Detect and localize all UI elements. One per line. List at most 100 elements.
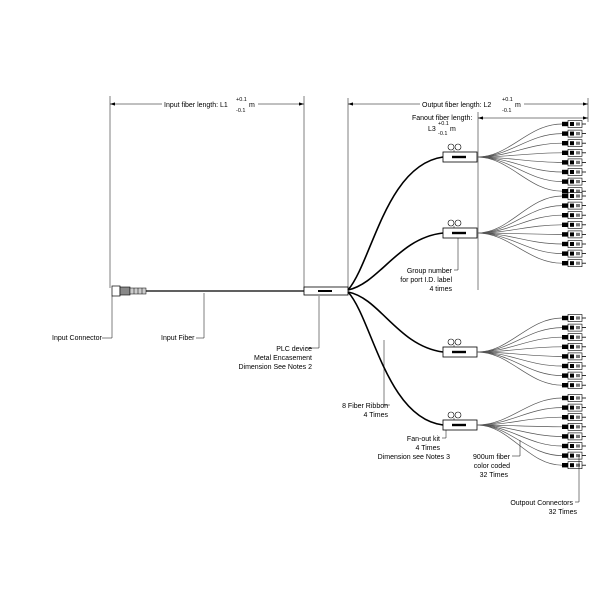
fiber-900um bbox=[476, 232, 563, 235]
fanout-length-label-1: Fanout fiber length: bbox=[412, 115, 472, 122]
fanout-kit bbox=[442, 419, 478, 431]
fanout-groups bbox=[442, 120, 586, 470]
group-label-tag bbox=[447, 219, 455, 227]
output-connector bbox=[562, 461, 586, 470]
fanout-kit-label-1: Fan-out kit bbox=[407, 436, 440, 443]
input-length-dimension: Input fiber length: L1 +0.1 -0.1 m bbox=[109, 96, 305, 290]
group-label-tag bbox=[454, 143, 462, 151]
output-connector bbox=[562, 168, 586, 176]
output-connector bbox=[562, 230, 586, 239]
output-connector bbox=[562, 249, 586, 258]
plc-device-label-1: PLC device bbox=[276, 346, 312, 353]
fiber-900um bbox=[476, 232, 563, 264]
output-connector bbox=[562, 129, 586, 138]
output-connector bbox=[562, 323, 586, 332]
plc-device-label-3: Dimension See Notes 2 bbox=[238, 364, 312, 371]
fiber-900um bbox=[476, 424, 563, 456]
ribbon-label-1: 8 Fiber Ribbon bbox=[342, 403, 388, 410]
fiber-900um-label-3: 32 Times bbox=[480, 472, 509, 479]
fiber-900um-label-1: 900um fiber bbox=[473, 454, 511, 461]
output-connectors-label-1: Outpout Connectors bbox=[510, 500, 573, 507]
ribbon-3 bbox=[347, 291, 444, 353]
output-length-tol-plus: +0.1 bbox=[502, 97, 513, 103]
fiber-900um bbox=[476, 195, 563, 234]
output-connector bbox=[562, 362, 586, 370]
fanout-kit bbox=[442, 151, 478, 163]
output-connector bbox=[562, 381, 586, 390]
input-fiber-label: Input Fiber bbox=[161, 335, 195, 342]
output-connector bbox=[562, 221, 586, 229]
output-connector bbox=[562, 413, 586, 422]
input-length-label: Input fiber length: L1 bbox=[164, 102, 228, 109]
group-label-tag bbox=[447, 411, 455, 419]
output-connector bbox=[562, 201, 586, 210]
group-label-tag bbox=[454, 411, 462, 419]
fiber-900um bbox=[476, 214, 563, 234]
fiber-900um bbox=[476, 407, 563, 426]
plc-device bbox=[303, 286, 349, 296]
output-connector bbox=[562, 139, 586, 147]
fanout-group-3 bbox=[442, 314, 586, 390]
output-length-unit: m bbox=[515, 102, 521, 109]
output-connector bbox=[562, 240, 586, 248]
fanout-kit-label-2: 4 Times bbox=[415, 445, 440, 452]
group-number-label-3: 4 times bbox=[429, 286, 452, 293]
fanout-group-4 bbox=[442, 394, 586, 470]
fiber-900um bbox=[476, 351, 563, 386]
fanout-kit bbox=[442, 346, 478, 358]
group-number-label-1: Group number bbox=[407, 268, 453, 275]
group-label-tag bbox=[447, 143, 455, 151]
output-connector bbox=[562, 394, 586, 402]
fanout-kit bbox=[442, 227, 478, 239]
fiber-900um bbox=[476, 133, 563, 158]
fiber-900um bbox=[476, 424, 563, 428]
fanout-group-2 bbox=[442, 192, 586, 268]
fiber-900um bbox=[476, 123, 563, 158]
input-connector-label: Input Connector bbox=[52, 335, 102, 342]
fiber-900um bbox=[476, 156, 563, 192]
output-connector bbox=[562, 259, 586, 268]
output-connector bbox=[562, 403, 586, 412]
ribbon-4 bbox=[347, 291, 444, 426]
output-connector bbox=[562, 211, 586, 219]
input-length-tol-plus: +0.1 bbox=[236, 97, 247, 103]
output-connector bbox=[562, 342, 586, 351]
output-connector bbox=[562, 422, 586, 431]
output-length-dimension: Output fiber length: L2 +0.1 -0.1 m bbox=[347, 97, 589, 290]
fanout-length-tol-plus: +0.1 bbox=[438, 121, 449, 127]
output-connector bbox=[562, 192, 586, 200]
fiber-900um bbox=[476, 424, 563, 466]
fiber-900um bbox=[476, 351, 563, 357]
fanout-group-1 bbox=[442, 120, 586, 195]
input-connector bbox=[111, 285, 147, 297]
fanout-kit-label-3: Dimension see Notes 3 bbox=[378, 454, 450, 461]
output-connector bbox=[562, 149, 586, 157]
output-connector bbox=[562, 352, 586, 361]
output-connector bbox=[562, 371, 586, 380]
callout-labels: Input Connector Input Fiber PLC device M… bbox=[52, 268, 577, 516]
output-connectors-label-2: 32 Times bbox=[549, 509, 578, 516]
output-connector bbox=[562, 158, 586, 167]
output-length-label: Output fiber length: L2 bbox=[422, 102, 491, 109]
output-connector bbox=[562, 177, 586, 186]
output-connector bbox=[562, 120, 586, 128]
fanout-length-tol-minus: -0.1 bbox=[438, 131, 447, 137]
fanout-length-dimension: Fanout fiber length: L3 +0.1 -0.1 m bbox=[412, 112, 588, 290]
ribbon-2 bbox=[347, 232, 444, 291]
group-label-tag bbox=[454, 219, 462, 227]
fiber-900um bbox=[476, 156, 563, 182]
output-connector bbox=[562, 314, 586, 322]
callout-leaders bbox=[102, 238, 580, 503]
group-label-tag bbox=[447, 338, 455, 346]
output-connector bbox=[562, 442, 586, 450]
plc-device-label-2: Metal Encasement bbox=[254, 355, 312, 362]
output-connector bbox=[562, 451, 586, 460]
output-length-tol-minus: -0.1 bbox=[502, 108, 511, 114]
fiber-900um bbox=[476, 317, 563, 353]
fanout-length-unit: m bbox=[450, 126, 456, 133]
output-connector bbox=[562, 333, 586, 342]
group-number-label-2: for port I.D. label bbox=[400, 277, 452, 284]
input-length-unit: m bbox=[249, 102, 255, 109]
